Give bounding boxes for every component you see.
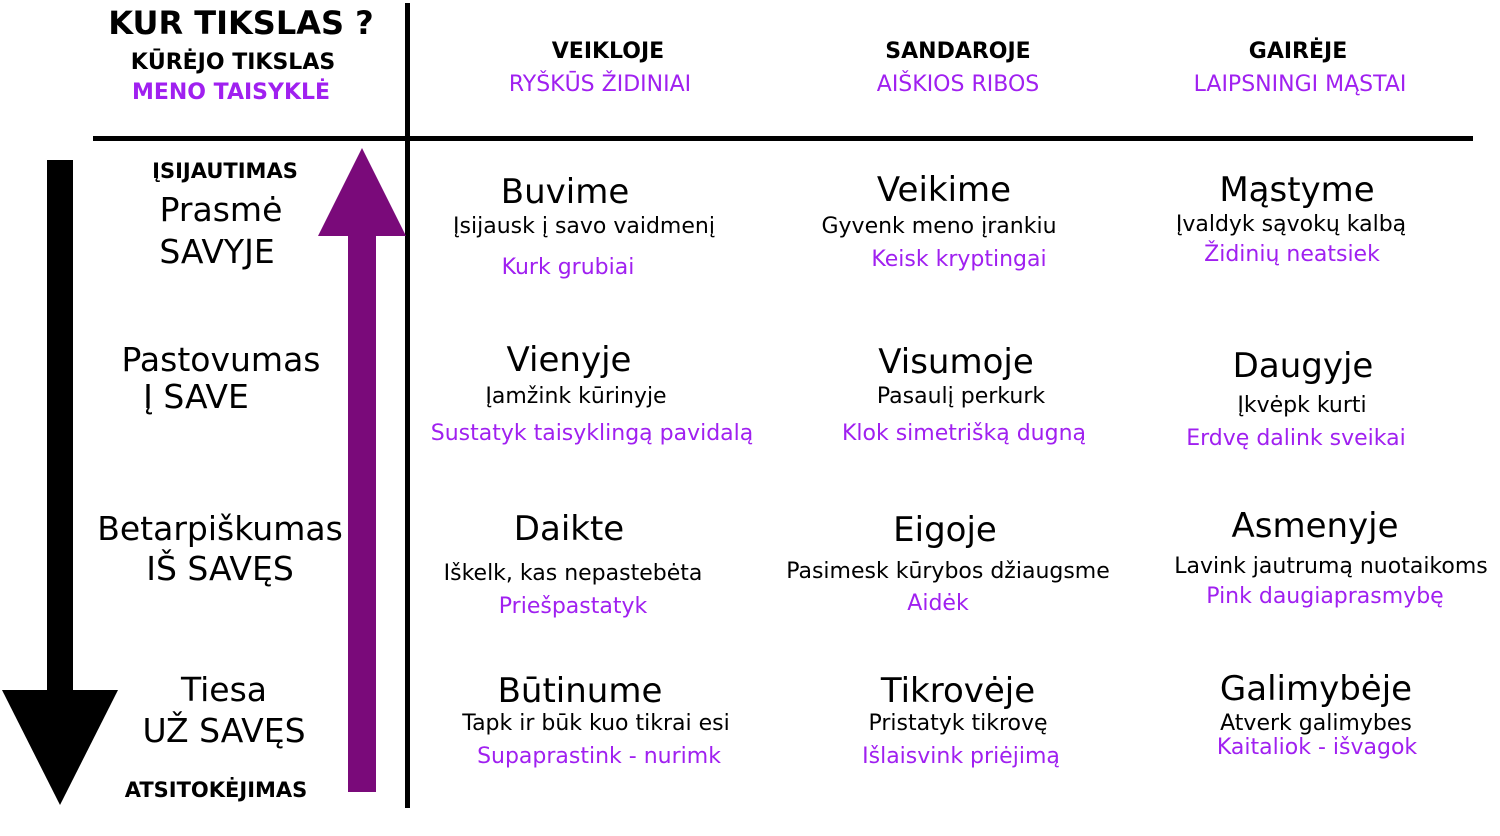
row-label-4-line2: UŽ SAVĘS [142,711,306,750]
cell-title: Asmenyje [1231,506,1399,546]
cell-title: Vienyje [506,340,632,380]
row-label-4-line1: Tiesa [180,670,268,709]
cell-description: Įkvėpk kurti [1237,393,1367,418]
row-label-2-line2: Į SAVE [143,377,249,416]
cell-title: Būtinume [497,671,663,711]
cell-action: Kaitaliok - išvagok [1216,735,1418,760]
cell-action: Klok simetrišką dugną [841,421,1087,446]
cell-description: Gyvenk meno įrankiu [821,214,1057,239]
corner-rule: MENO TAISYKLĖ [131,80,331,105]
axis-top-label: ĮSIJAUTIMAS [152,159,298,183]
cell-description: Atverk galimybes [1220,711,1412,736]
cell-action: Sustatyk taisyklingą pavidalą [430,421,754,446]
column-head-sandaroje: SANDAROJE [885,39,1031,64]
axis-bottom-label: ATSITOKĖJIMAS [124,778,308,802]
cell-action: Išlaisvink priėjimą [862,744,1060,769]
row-label-1-line2: SAVYJE [159,232,275,271]
vertical-divider [405,3,410,808]
cell-description: Įvaldyk sąvokų kalbą [1175,212,1407,237]
cell-description: Įamžink kūrinyje [485,384,667,409]
cell-description: Pasaulį perkurk [876,384,1046,409]
cell-title: Visumoje [878,342,1034,382]
cell-title: Galimybėje [1219,669,1413,709]
cell-action: Keisk kryptingai [871,247,1047,272]
cell-title: Daugyje [1232,346,1374,386]
column-head-gaireje: GAIRĖJE [1248,39,1348,64]
cell-description: Įsijausk į savo vaidmenį [453,214,715,239]
horizontal-divider [93,136,1473,141]
cell-action: Kurk grubiai [501,255,635,280]
cell-description: Iškelk, kas nepastebėta [443,561,703,586]
cell-title: Mąstyme [1219,170,1375,210]
cell-action: Erdvę dalink sveikai [1186,426,1406,451]
down-arrow-icon [2,160,118,805]
corner-title: KUR TIKSLAS ? [108,4,374,42]
row-label-2-line1: Pastovumas [121,340,321,379]
cell-description: Pristatyk tikrovę [868,711,1048,736]
cell-title: Daikte [513,509,625,549]
cell-title: Eigoje [893,510,997,550]
cell-title: Buvime [500,172,630,212]
cell-description: Pasimesk kūrybos džiaugsme [786,559,1110,584]
row-label-3-line1: Betarpiškumas [97,509,343,548]
cell-action: Aidėk [907,591,969,616]
column-sub-gaireje: LAIPSNINGI MĄSTAI [1193,72,1407,97]
column-head-veikloje: VEIKLOJE [551,39,665,64]
row-label-3-line2: IŠ SAVĘS [146,549,294,588]
cell-title: Veikime [876,170,1012,210]
column-sub-veikloje: RYŠKŪS ŽIDINIAI [508,72,692,97]
row-label-1-line1: Prasmė [159,190,283,229]
corner-subtitle: KŪRĖJO TIKSLAS [130,50,336,75]
cell-action: Židinių neatsiek [1204,242,1380,267]
cell-description: Tapk ir būk kuo tikrai esi [462,711,730,736]
cell-title: Tikrovėje [880,671,1036,711]
cell-action: Priešpastatyk [498,594,648,619]
up-arrow-icon [318,148,406,792]
cell-action: Pink daugiaprasmybę [1206,584,1444,609]
column-sub-sandaroje: AIŠKIOS RIBOS [876,72,1040,97]
cell-action: Supaprastink - nurimk [477,744,721,769]
cell-description: Lavink jautrumą nuotaikoms [1174,554,1488,579]
